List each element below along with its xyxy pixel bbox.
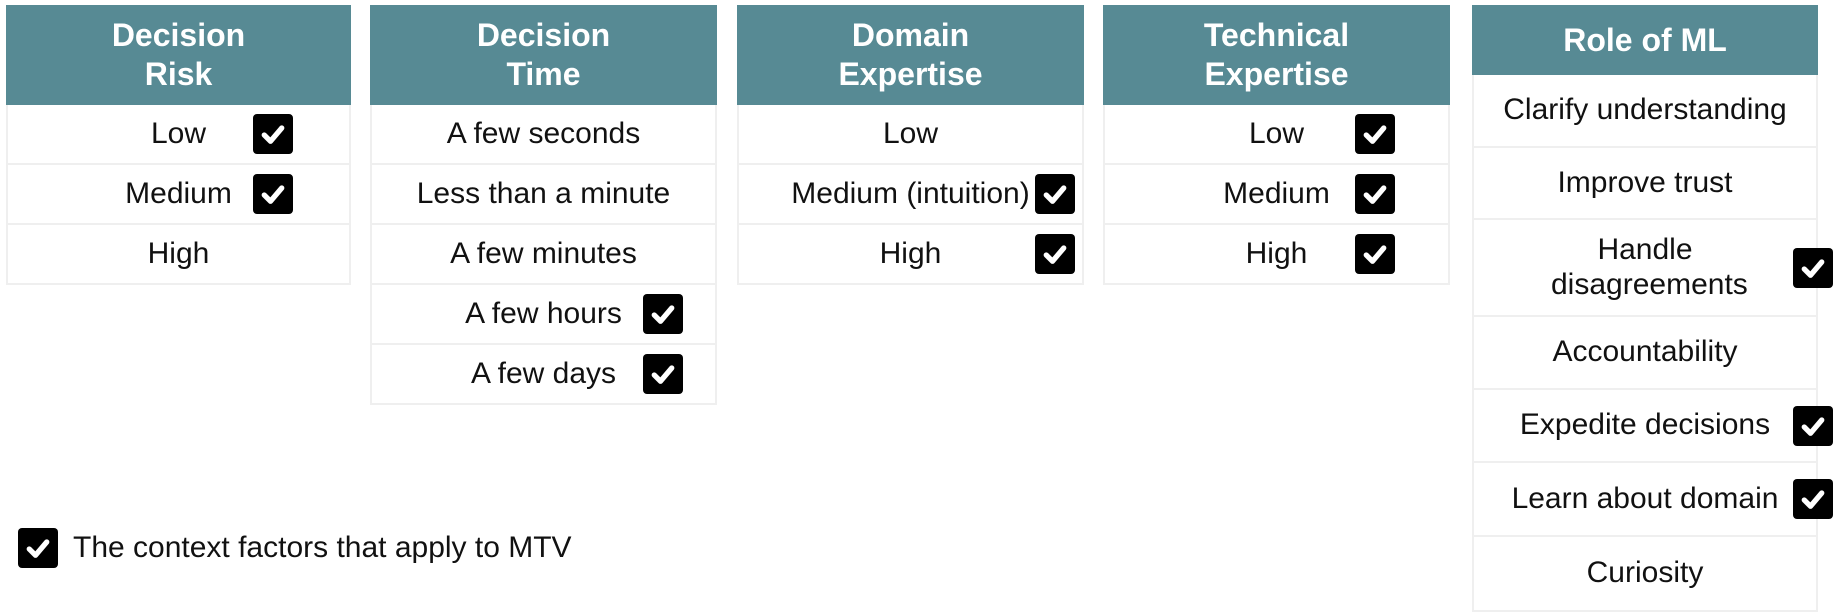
checked-checkbox-icon <box>1355 234 1395 274</box>
row-label: Handle disagreements <box>1551 233 1748 301</box>
row-label: Curiosity <box>1586 556 1704 590</box>
column-title-line: Decision <box>111 17 246 53</box>
row-label: Accountability <box>1552 335 1738 369</box>
checked-checkbox-icon <box>1355 114 1395 154</box>
checked-checkbox-icon <box>1355 174 1395 214</box>
row-label: Clarify understanding <box>1503 93 1787 127</box>
legend: The context factors that apply to MTV <box>18 528 572 568</box>
row-label: A few hours <box>465 296 622 330</box>
checked-checkbox-icon <box>1035 234 1075 274</box>
row-handle-disagreements: Handle disagreements <box>1472 220 1833 317</box>
row-label: Learn about domain <box>1511 481 1779 515</box>
row-a-few-seconds: A few seconds <box>370 105 717 165</box>
column-title-line: Decision <box>476 17 611 53</box>
column-title-line: Expertise <box>838 56 983 92</box>
row-medium: Medium <box>6 165 351 225</box>
row-high: High <box>737 225 1084 285</box>
row-a-few-minutes: A few minutes <box>370 225 717 285</box>
column-title-line: Role of ML <box>1563 21 1727 58</box>
row-improve-trust: Improve trust <box>1472 148 1818 220</box>
row-label: Low <box>1248 116 1305 150</box>
row-a-few-days: A few days <box>370 345 717 405</box>
checked-checkbox-icon <box>643 354 683 394</box>
column-header-role-of-ml: Role of ML <box>1472 5 1818 75</box>
row-label: High <box>147 236 210 270</box>
row-clarify-understanding: Clarify understanding <box>1472 75 1818 148</box>
column-title-line: Domain <box>851 17 970 53</box>
column-title-line: Expertise <box>1204 56 1349 92</box>
row-label: High <box>1245 236 1308 270</box>
row-medium-intuition: Medium (intuition) <box>737 165 1084 225</box>
checked-checkbox-icon <box>253 174 293 214</box>
checked-checkbox-icon <box>1035 174 1075 214</box>
row-learn-about-domain: Learn about domain <box>1472 463 1833 537</box>
checked-checkbox-icon <box>1793 479 1833 519</box>
checked-checkbox-icon <box>643 294 683 334</box>
column-title-line: Technical <box>1203 17 1350 53</box>
row-label: A few seconds <box>446 116 641 150</box>
row-label: Less than a minute <box>416 176 671 210</box>
row-label: A few days <box>470 356 617 390</box>
row-low: Low <box>737 105 1084 165</box>
row-curiosity: Curiosity <box>1472 537 1818 612</box>
column-title-line: Time <box>506 56 581 92</box>
row-expedite-decisions: Expedite decisions <box>1472 390 1833 463</box>
row-label: Medium <box>1223 176 1330 210</box>
row-label: High <box>879 236 942 270</box>
row-accountability: Accountability <box>1472 317 1818 390</box>
row-label: Medium (intuition) <box>791 176 1030 210</box>
row-label: Medium <box>125 176 232 210</box>
legend-text: The context factors that apply to MTV <box>73 531 572 564</box>
checked-checkbox-icon <box>18 528 58 568</box>
row-a-few-hours: A few hours <box>370 285 717 345</box>
row-high: High <box>1103 225 1450 285</box>
row-high: High <box>6 225 351 285</box>
row-label: Low <box>882 116 939 150</box>
row-label: Expedite decisions <box>1519 408 1771 442</box>
checked-checkbox-icon <box>253 114 293 154</box>
column-title-line: Risk <box>144 56 213 92</box>
checked-checkbox-icon <box>1793 247 1833 288</box>
checked-checkbox-icon <box>1793 405 1833 446</box>
row-low: Low <box>1103 105 1450 165</box>
row-low: Low <box>6 105 351 165</box>
row-label: Low <box>150 116 207 150</box>
row-medium: Medium <box>1103 165 1450 225</box>
row-label: A few minutes <box>450 236 637 270</box>
row-less-than-a-minute: Less than a minute <box>370 165 717 225</box>
row-label: Improve trust <box>1557 165 1733 199</box>
